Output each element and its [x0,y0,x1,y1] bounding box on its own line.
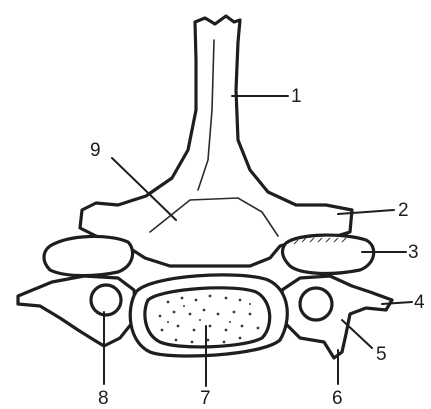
label-6: 6 [332,388,343,409]
label-7: 7 [200,388,211,409]
right-articular-process [283,235,374,273]
vertebral-body-inner [145,288,270,347]
label-5: 5 [376,344,387,365]
left-transverse-foramen [91,285,121,315]
label-8: 8 [98,388,109,409]
spinous-process [80,16,352,266]
label-4: 4 [414,292,425,313]
label-9: 9 [90,140,101,161]
left-articular-process [44,236,133,275]
label-2: 2 [398,200,409,221]
right-transverse-foramen [300,288,332,320]
label-3: 3 [408,242,419,263]
label-1: 1 [291,86,302,107]
